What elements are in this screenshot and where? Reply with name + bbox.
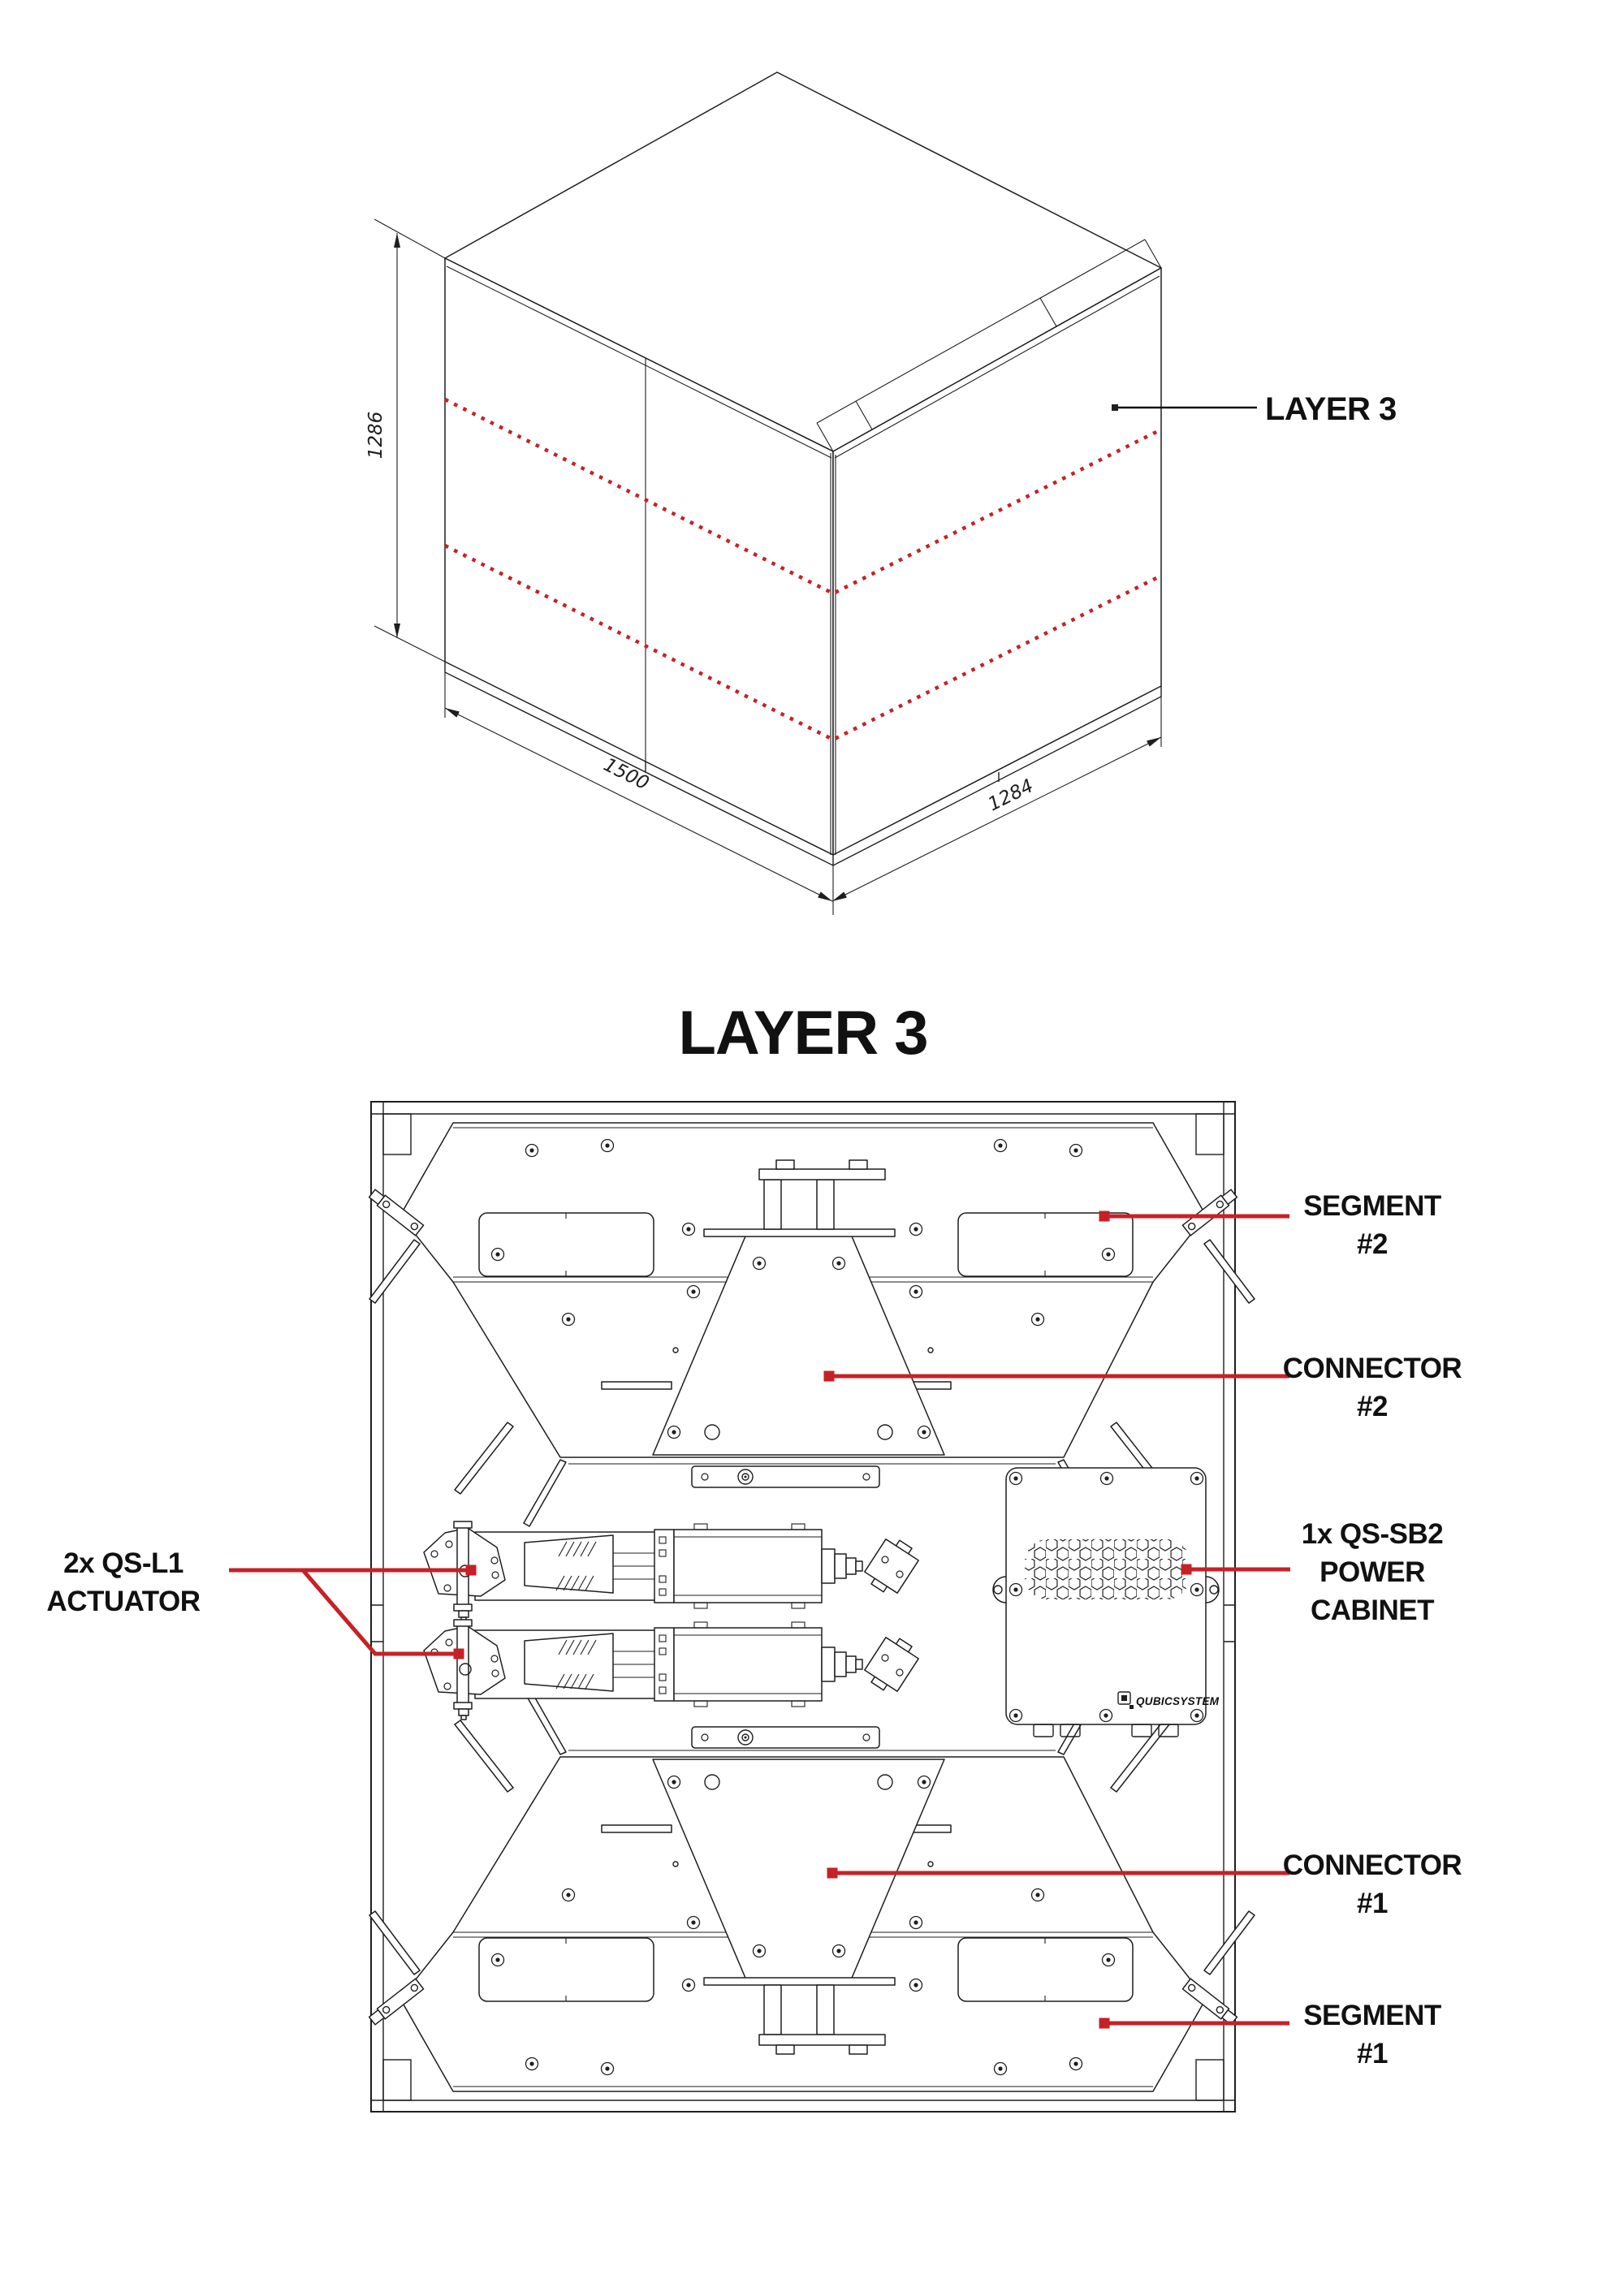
power-cabinet: QUBICSYSTEM (992, 1467, 1220, 1737)
plan-leaders (229, 1211, 1290, 2029)
power-cabinet-label-line2: POWER (1320, 1556, 1425, 1588)
segment1-label-line1: SEGMENT (1303, 2000, 1441, 2031)
cable-gland (1158, 1724, 1179, 1737)
qubicsystem-logo-icon (1117, 1691, 1131, 1705)
segment2-label-line1: SEGMENT (1303, 1190, 1441, 1222)
actuator2-marker (453, 1648, 464, 1659)
dimension-height: 1286 (365, 412, 387, 460)
connector2-label-line1: CONNECTOR (1283, 1353, 1462, 1384)
power-cabinet-label-line1: 1x QS-SB2 (1302, 1518, 1443, 1550)
dimension-width: 1284 (985, 775, 1037, 815)
actuator-label-line2: ACTUATOR (46, 1586, 200, 1617)
connector1-label-line1: CONNECTOR (1283, 1849, 1462, 1881)
connector1-label-line2: #1 (1357, 1888, 1388, 1919)
power-cabinet-marker (1181, 1564, 1192, 1575)
callout-dot (1112, 404, 1118, 411)
segment2-marker (1099, 1211, 1110, 1222)
actuator-1 (424, 1521, 918, 1621)
actuator-label-line1: 2x QS-L1 (63, 1547, 184, 1579)
plan-view: QUBICSYSTEM SEGMENT #2 CONNECTOR #2 2x Q… (46, 1101, 1462, 2113)
plan-title: LAYER 3 (679, 999, 928, 1068)
qubicsystem-logo: QUBICSYSTEM (1117, 1691, 1220, 1709)
layer-frame (370, 1101, 1236, 2113)
red-strap-line-lower (443, 543, 1163, 742)
segment1-marker (1099, 2018, 1110, 2029)
cable-gland (1033, 1724, 1054, 1737)
segment1-label-line2: #1 (1357, 2038, 1388, 2069)
actuator1-marker (465, 1564, 477, 1576)
honeycomb-vent (1025, 1539, 1190, 1599)
red-strap-line-upper (443, 397, 1163, 596)
power-cabinet-label-line3: CABINET (1311, 1595, 1434, 1626)
cable-gland (1060, 1724, 1081, 1737)
iso-cube (443, 71, 1163, 866)
plan-labels: SEGMENT #2 CONNECTOR #2 2x QS-L1 ACTUATO… (46, 1190, 1462, 2069)
actuator-2 (424, 1620, 918, 1720)
connector1-marker (827, 1867, 838, 1879)
iso-layer-label: LAYER 3 (1265, 391, 1397, 427)
connector2-label-line2: #2 (1357, 1391, 1388, 1422)
segment2-label-line2: #2 (1357, 1228, 1388, 1260)
iso-view: 1286 1500 1284 LAYER 3 (365, 71, 1397, 915)
connector2-marker (823, 1370, 835, 1382)
iso-callout: LAYER 3 (1112, 391, 1397, 427)
cable-gland (1131, 1724, 1152, 1737)
segment1-assembly (368, 1688, 1255, 2091)
qubicsystem-logo-text: QUBICSYSTEM (1136, 1695, 1220, 1707)
